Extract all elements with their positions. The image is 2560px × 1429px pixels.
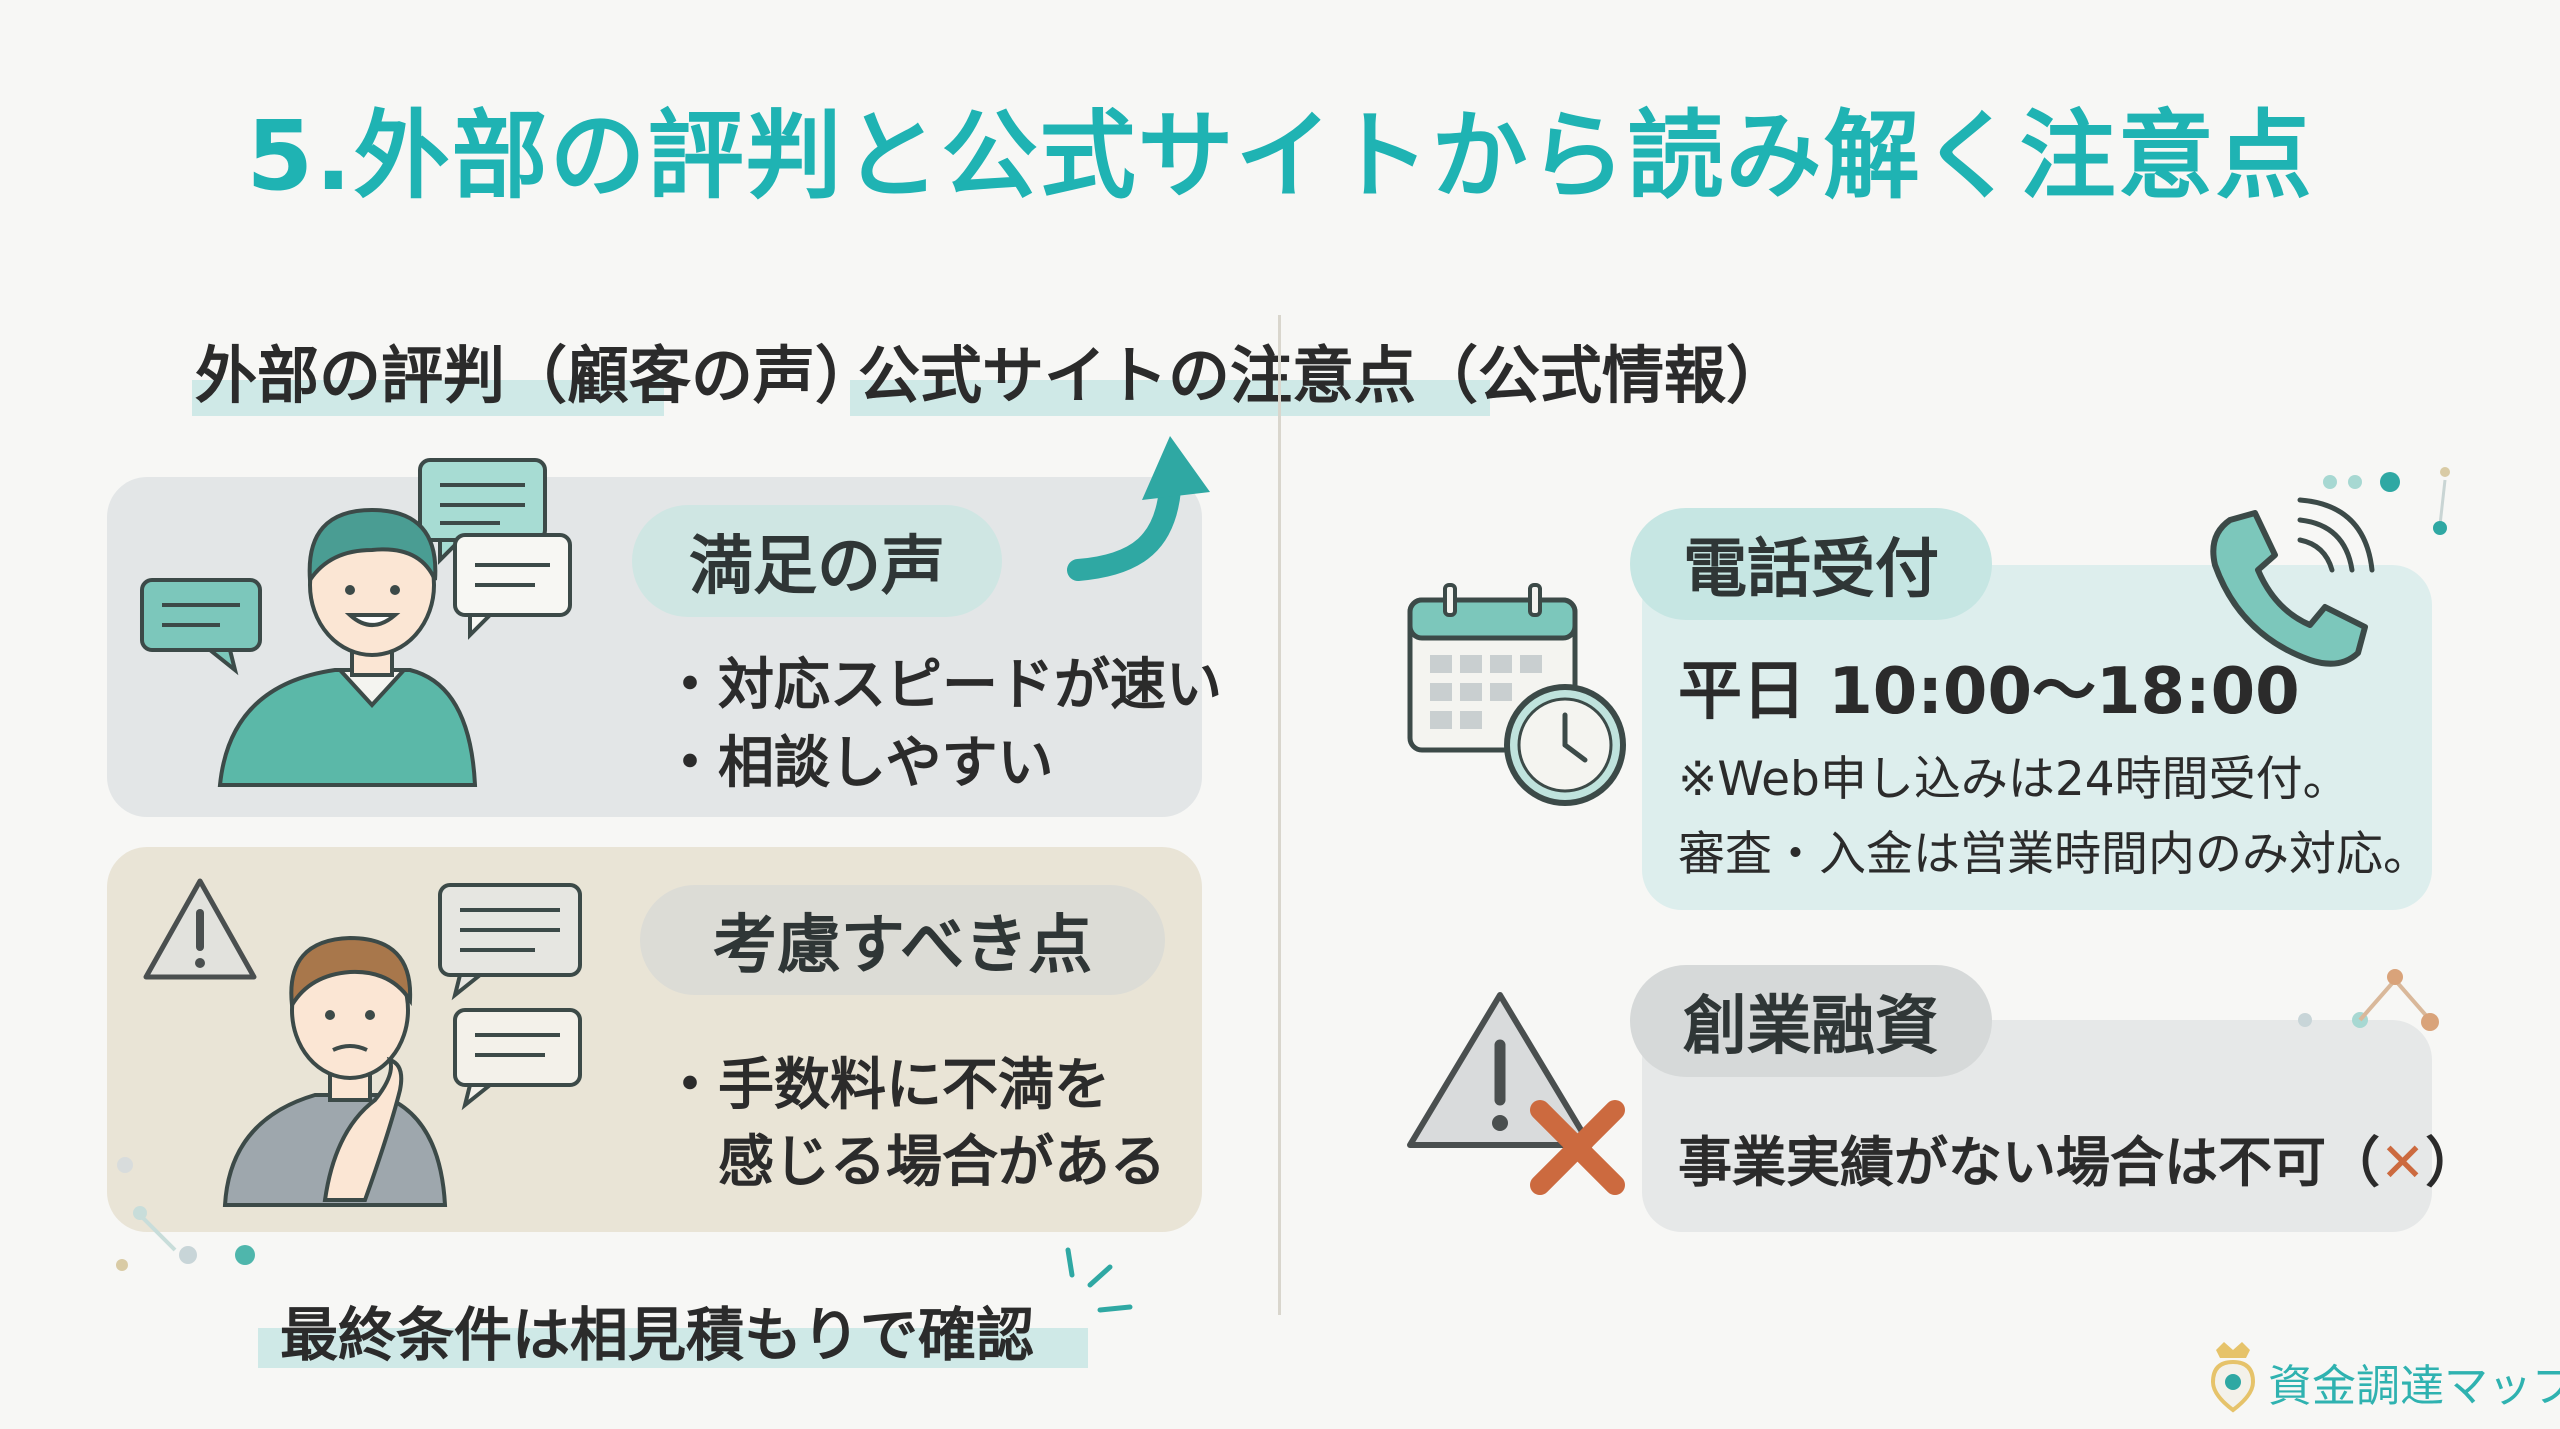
startup-label: 創業融資 <box>1630 965 1992 1077</box>
left-heading-highlight <box>192 380 664 416</box>
cross-icon <box>1530 1100 1625 1195</box>
final-note: 最終条件は相見積もりで確認 <box>280 1301 1035 1369</box>
startup-text-close: ） <box>2425 1131 2480 1194</box>
person-thinking-icon <box>222 883 582 1207</box>
phone-note-2: 審査・入金は営業時間内のみ対応。 <box>1678 827 2430 882</box>
warning-icon <box>143 878 257 980</box>
speech-bubble-icon <box>140 578 262 676</box>
brand-name: 資金調達マップ <box>2268 1361 2560 1412</box>
warning-icon <box>1407 992 1625 1195</box>
phone-note-1: ※Web申し込みは24時間受付。 <box>1678 752 2350 807</box>
right-heading-highlight <box>850 380 1490 416</box>
startup-text-main: 事業実績がない場合は不可（ <box>1678 1131 2380 1194</box>
sparkle-icon <box>1065 1247 1133 1313</box>
left-heading: 外部の評判（顧客の声） <box>195 339 878 412</box>
cross-mark: ✕ <box>2380 1131 2426 1194</box>
final-note-highlight <box>258 1328 1088 1368</box>
satisfied-label: 満足の声 <box>632 505 1002 617</box>
consider-bullet-1: ・手数料に不満を <box>662 1053 1110 1118</box>
phone-label: 電話受付 <box>1630 508 1992 620</box>
pin-logo-icon <box>2210 1342 2256 1413</box>
right-heading: 公式サイトの注意点（公式情報） <box>858 339 1789 412</box>
decor-dots-right-mid <box>2298 969 2439 1031</box>
calendar-icon <box>1407 583 1626 806</box>
consider-label: 考慮すべき点 <box>640 885 1165 995</box>
person-happy-icon <box>140 458 572 787</box>
decor-dots-right-top <box>2323 467 2450 535</box>
page-title: 5.外部の評判と公式サイトから読み解く注意点 <box>246 100 2314 212</box>
consider-bullet-2: 感じる場合がある <box>662 1130 1166 1195</box>
startup-text: 事業実績がない場合は不可（✕） <box>1678 1118 2479 1197</box>
phone-hours: 平日 10:00〜18:00 <box>1678 655 2300 729</box>
phone-icon <box>2210 497 2375 667</box>
arrow-up-icon <box>1067 436 1210 581</box>
satisfied-bullet-2: ・相談しやすい <box>662 731 1054 796</box>
clock-icon <box>1504 684 1626 806</box>
decor-dots-left <box>116 1157 255 1271</box>
satisfied-bullet-1: ・対応スピードが速い <box>662 653 1222 718</box>
column-divider <box>1278 315 1281 1315</box>
